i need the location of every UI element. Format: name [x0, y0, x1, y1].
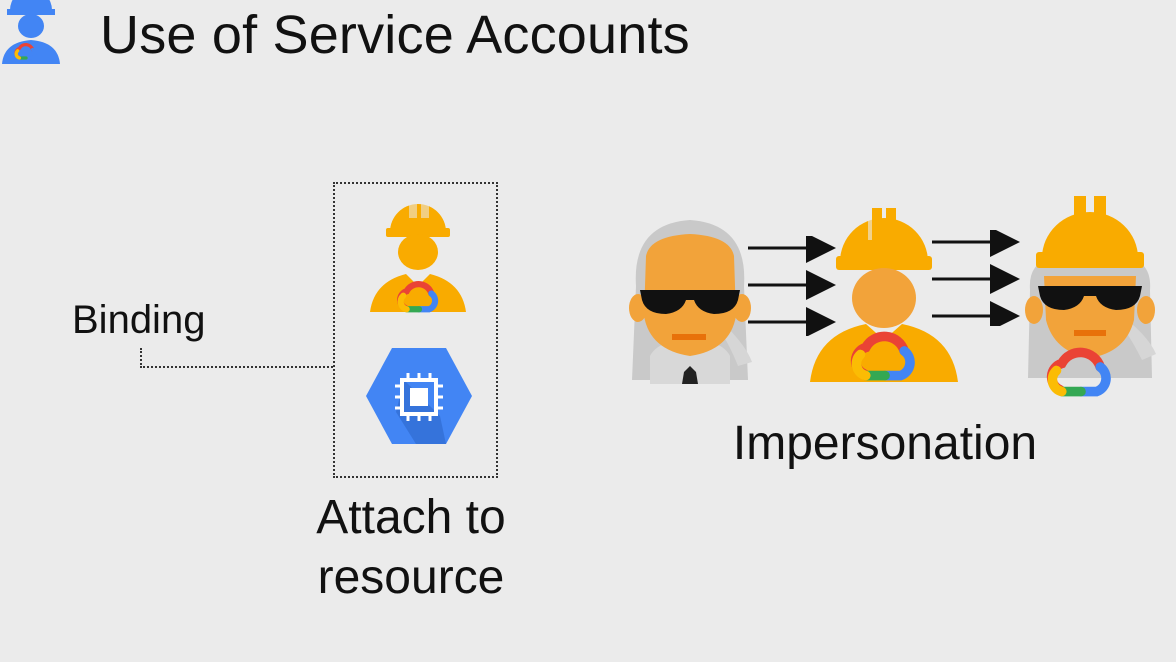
- binding-label: Binding: [72, 298, 206, 342]
- service-account-icon: [0, 0, 62, 64]
- attach-to-resource-label: Attach to resource: [280, 488, 542, 608]
- attach-label-line-2: resource: [317, 551, 505, 604]
- service-account-icon: [806, 206, 962, 390]
- user-sunglasses-icon: [626, 216, 754, 384]
- resource-box: [333, 182, 498, 478]
- impersonated-account-icon: [1020, 194, 1160, 406]
- binding-connector: [140, 348, 142, 368]
- attach-label-line-1: Attach to: [316, 491, 506, 544]
- arrow-group-2: [930, 230, 1022, 326]
- binding-connector-line: [140, 366, 333, 368]
- compute-engine-icon: [364, 346, 474, 446]
- page-title: Use of Service Accounts: [100, 5, 690, 65]
- arrow-group-1: [746, 236, 838, 336]
- impersonation-label: Impersonation: [732, 417, 1038, 470]
- service-account-icon: [366, 194, 470, 318]
